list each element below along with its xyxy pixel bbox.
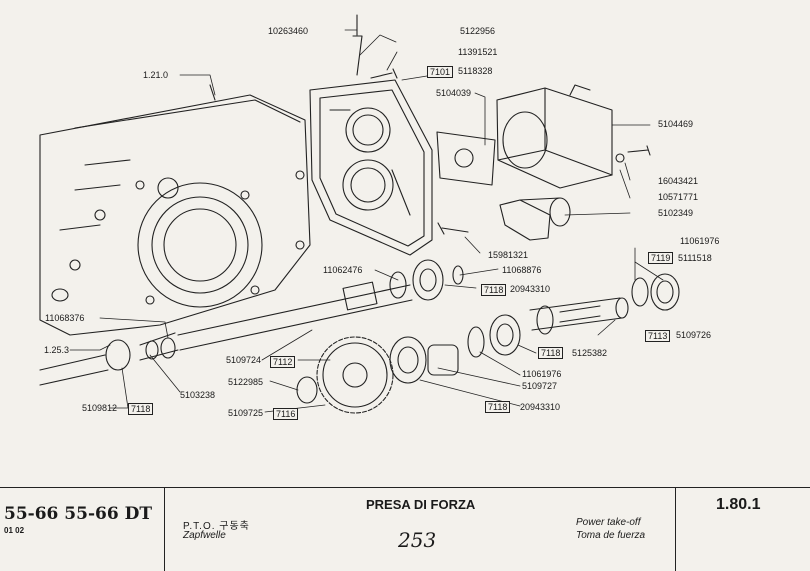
ref-box-7118-c: 7118 bbox=[485, 401, 511, 413]
ref-box-7118-a: 7118 bbox=[481, 284, 507, 296]
callout-10571771: 10571771 bbox=[658, 192, 699, 202]
callout-5109726: 5109726 bbox=[676, 330, 712, 340]
callout-5125382: 5125382 bbox=[572, 348, 608, 358]
model-sub: 01 02 bbox=[4, 526, 25, 535]
callout-15981321: 15981321 bbox=[488, 250, 529, 260]
exploded-view-diagram bbox=[39, 14, 680, 414]
callout-11062476: 11062476 bbox=[323, 265, 363, 275]
output-shaft-5109726 bbox=[529, 297, 629, 335]
handwritten-page-number: 253 bbox=[398, 528, 437, 552]
footer-divider bbox=[675, 488, 676, 571]
callout-1-21-0: 1.21.0 bbox=[143, 70, 169, 80]
ref-box-7101: 7101 bbox=[427, 66, 454, 78]
toma-label: Toma de fuerza bbox=[576, 530, 646, 541]
callout-16043421: 16043421 bbox=[658, 176, 699, 186]
transmission-housing bbox=[39, 84, 311, 336]
model-numbers: 55-66 55-66 DT bbox=[4, 504, 152, 524]
callout-5109724: 5109724 bbox=[226, 355, 262, 365]
pto-label: P.T.O. 구동축 bbox=[183, 521, 250, 532]
footer-divider bbox=[164, 488, 165, 571]
pto-cover-plate bbox=[309, 79, 433, 256]
ref-box-7113: 7113 bbox=[645, 330, 671, 342]
callout-11061976-b: 11061976 bbox=[522, 369, 562, 379]
pto-guard-5104469 bbox=[496, 84, 613, 189]
callout-5118328: 5118328 bbox=[458, 66, 493, 76]
callout-5102349: 5102349 bbox=[658, 208, 694, 218]
callout-5111518: 5111518 bbox=[678, 253, 712, 263]
ref-box-7116: 7116 bbox=[273, 408, 299, 420]
section-title: PRESA DI FORZA bbox=[366, 497, 476, 512]
callout-5109812: 5109812 bbox=[82, 403, 118, 413]
callout-5109725: 5109725 bbox=[228, 408, 264, 418]
bolts bbox=[352, 14, 651, 235]
pto-shaft bbox=[39, 281, 413, 386]
power-takeoff-label: Power take-off bbox=[576, 517, 641, 528]
callout-11068376: 11068376 bbox=[45, 313, 85, 323]
catalog-footer: 55-66 55-66 DT 01 02 P.T.O. 구동축 Zapfwell… bbox=[0, 487, 810, 571]
ref-box-7112: 7112 bbox=[270, 356, 296, 368]
callout-11068876: 11068876 bbox=[502, 265, 542, 275]
callout-1-25-3: 1.25.3 bbox=[44, 345, 70, 355]
callout-5104039: 5104039 bbox=[436, 88, 472, 98]
callout-20943310-b: 20943310 bbox=[520, 402, 561, 412]
ref-box-7119: 7119 bbox=[648, 252, 674, 264]
callout-5104469: 5104469 bbox=[658, 119, 694, 129]
guard-bracket-5102349 bbox=[499, 197, 571, 241]
zapfwelle-label: Zapfwelle bbox=[183, 530, 226, 541]
callout-11391521: 11391521 bbox=[458, 47, 498, 57]
callout-5122985: 5122985 bbox=[228, 377, 264, 387]
callout-20943310-a: 20943310 bbox=[510, 284, 551, 294]
section-code: 1.80.1 bbox=[716, 496, 761, 513]
gasket-5104039 bbox=[436, 131, 496, 186]
callout-5103238: 5103238 bbox=[180, 390, 216, 400]
callout-11061976-a: 11061976 bbox=[680, 236, 720, 246]
ref-box-7118-d: 7118 bbox=[128, 403, 154, 415]
ref-box-7118-b: 7118 bbox=[538, 347, 564, 359]
bearings-and-rings bbox=[145, 259, 680, 404]
driven-gear-5109725 bbox=[316, 336, 394, 414]
callout-5122956: 5122956 bbox=[460, 26, 496, 36]
callout-10263460: 10263460 bbox=[268, 26, 309, 36]
callout-5109727: 5109727 bbox=[522, 381, 558, 391]
